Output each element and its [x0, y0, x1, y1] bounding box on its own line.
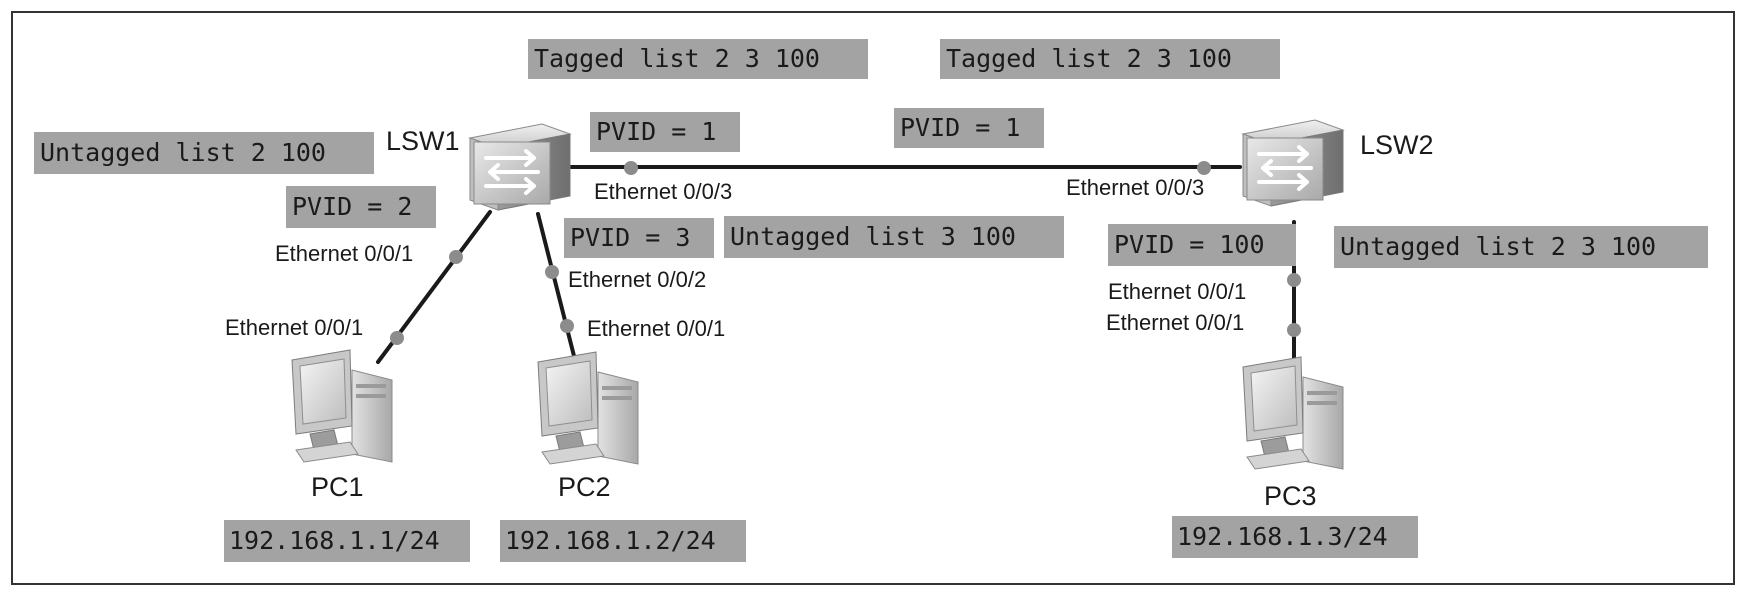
lsw2-e1-untagged-label: Untagged list 2 3 100	[1340, 232, 1656, 261]
lsw1-switch-icon	[468, 122, 572, 212]
lsw2-tagged-label: Tagged list 2 3 100	[946, 44, 1232, 73]
lsw1-e1-pvid-label: PVID = 2	[292, 192, 412, 221]
pc3-ip-label: 192.168.1.3/24	[1177, 522, 1388, 551]
config-labels: Tagged list 2 3 100 Tagged list 2 3 100 …	[34, 39, 1708, 562]
pc3-e1-port-label: Ethernet 0/0/1	[1106, 310, 1244, 335]
pc3-label: PC3	[1264, 481, 1317, 511]
lsw1-e2-untagged-label: Untagged list 3 100	[730, 222, 1016, 251]
pc2-label: PC2	[558, 472, 611, 502]
lsw1-trunk-pvid-label: PVID = 1	[596, 117, 716, 146]
port-dot	[1287, 323, 1301, 337]
lsw2-e3-port-label: Ethernet 0/0/3	[1066, 175, 1204, 200]
lsw2-e1-port-label: Ethernet 0/0/1	[1108, 279, 1246, 304]
lsw1-label: LSW1	[386, 126, 460, 156]
pc2-ip-label: 192.168.1.2/24	[505, 526, 716, 555]
lsw2-switch-icon	[1241, 118, 1345, 208]
pc1-e1-port-label: Ethernet 0/0/1	[225, 315, 363, 340]
pc2-e1-port-label: Ethernet 0/0/1	[587, 316, 725, 341]
lsw1-e1-port-label: Ethernet 0/0/1	[275, 241, 413, 266]
port-dot	[1197, 161, 1211, 175]
port-dot	[390, 331, 404, 345]
lsw1-e2-port-label: Ethernet 0/0/2	[568, 267, 706, 292]
port-dot	[449, 250, 463, 264]
lsw1-tagged-label: Tagged list 2 3 100	[534, 44, 820, 73]
diagram-frame	[11, 11, 1735, 585]
port-dot	[560, 319, 574, 333]
port-dots	[390, 161, 1301, 345]
port-dot	[1287, 273, 1301, 287]
pc1-label: PC1	[311, 472, 364, 502]
port-dot	[545, 265, 559, 279]
pc1-ip-label: 192.168.1.1/24	[229, 526, 440, 555]
lsw2-e1-pvid-label: PVID = 100	[1114, 230, 1265, 259]
lsw1-e1-untagged-label: Untagged list 2 100	[40, 138, 326, 167]
lsw2-label: LSW2	[1360, 130, 1434, 160]
lsw1-e2-pvid-label: PVID = 3	[570, 223, 690, 252]
lsw1-e3-port-label: Ethernet 0/0/3	[594, 179, 732, 204]
port-dot	[624, 161, 638, 175]
lsw2-trunk-pvid-label: PVID = 1	[900, 113, 1020, 142]
